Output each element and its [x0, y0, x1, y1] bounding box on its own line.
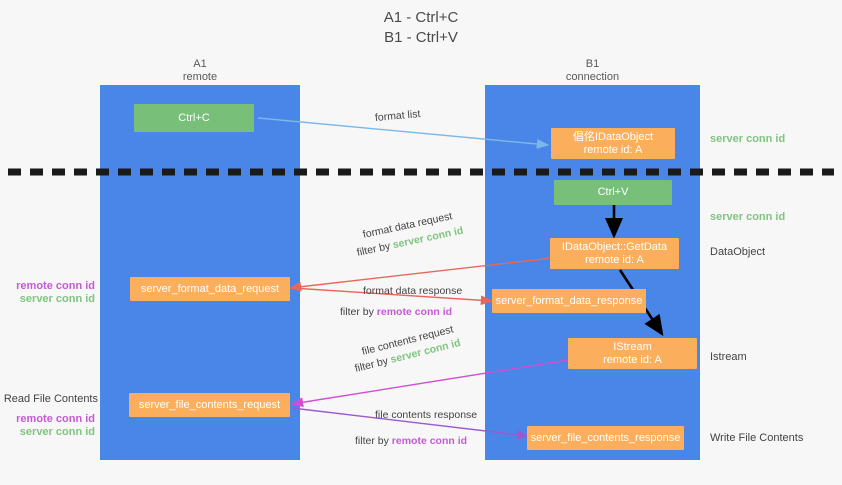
lane-header-b1-name: B1	[585, 58, 600, 70]
title-line-2: B1 - Ctrl+V	[384, 29, 458, 46]
box-idataobject-getdata-line-2: remote id: A	[585, 253, 644, 266]
edge-label-file-contents-response: file contents response	[375, 409, 478, 421]
edge-label-format-list: format list	[374, 108, 421, 124]
title-line-1: A1 - Ctrl+C	[383, 9, 459, 26]
box-idataobject-getdata-line-1: IDataObject::GetData	[561, 240, 668, 253]
box-ctrl-v[interactable]: Ctrl+V	[554, 180, 672, 205]
left-label-remote-conn-id-2: remote conn id	[16, 413, 95, 425]
edge-label-file-contents-response-filter: filter by remote conn id	[355, 435, 468, 447]
edge-label-format-data-response-filter: filter by remote conn id	[340, 306, 453, 318]
box-ctrl-c-label: Ctrl+C	[178, 111, 210, 124]
box-server-format-data-request-label: server_format_data_request	[140, 282, 280, 295]
filter-value-remote-conn-id-2: remote conn id	[391, 435, 468, 447]
left-label-read-file-contents: Read File Contents	[3, 393, 98, 405]
right-label-server-conn-id-2: server conn id	[710, 211, 786, 223]
box-istream-line-1: IStream	[613, 340, 652, 353]
lane-header-a1-sub: remote	[182, 71, 218, 83]
box-server-format-data-response-label: server_format_data_response	[495, 294, 643, 307]
lane-header-b1-sub: connection	[565, 71, 620, 83]
box-server-format-data-request[interactable]: server_format_data_request	[130, 277, 290, 301]
page-title: A1 - Ctrl+C B1 - Ctrl+V	[0, 8, 842, 48]
box-idataobject[interactable]: 倡佲IDataObject remote id: A	[551, 128, 675, 159]
box-ctrl-v-label: Ctrl+V	[597, 186, 629, 198]
lane-header-a1: A1 remote	[100, 58, 300, 84]
box-server-file-contents-request[interactable]: server_file_contents_request	[129, 393, 290, 417]
left-label-server-conn-id-2: server conn id	[19, 426, 95, 438]
right-label-write-file-contents: Write File Contents	[710, 432, 804, 444]
box-server-file-contents-response-label: server_file_contents_response	[530, 431, 681, 444]
box-ctrl-c[interactable]: Ctrl+C	[134, 104, 254, 132]
lane-header-b1: B1 connection	[485, 58, 700, 84]
lane-header-a1-name: A1	[193, 58, 207, 70]
box-idataobject-getdata[interactable]: IDataObject::GetData remote id: A	[550, 238, 679, 269]
edge-label-format-data-response: format data response	[363, 285, 463, 297]
box-istream-line-2: remote id: A	[603, 353, 662, 366]
box-server-file-contents-request-label: server_file_contents_request	[138, 398, 281, 411]
box-server-file-contents-response[interactable]: server_file_contents_response	[527, 426, 684, 450]
right-label-server-conn-id-1: server conn id	[710, 133, 786, 145]
right-label-dataobject: DataObject	[710, 246, 766, 258]
filter-value-remote-conn-id-1: remote conn id	[376, 306, 453, 318]
right-label-istream: Istream	[710, 351, 747, 363]
box-istream[interactable]: IStream remote id: A	[568, 338, 697, 369]
box-idataobject-line-2: remote id: A	[583, 143, 643, 156]
box-server-format-data-response[interactable]: server_format_data_response	[492, 289, 646, 313]
box-idataobject-line-1: 倡佲IDataObject	[572, 130, 654, 143]
left-label-remote-conn-id-1: remote conn id	[16, 280, 95, 292]
left-label-server-conn-id-1: server conn id	[19, 293, 95, 305]
